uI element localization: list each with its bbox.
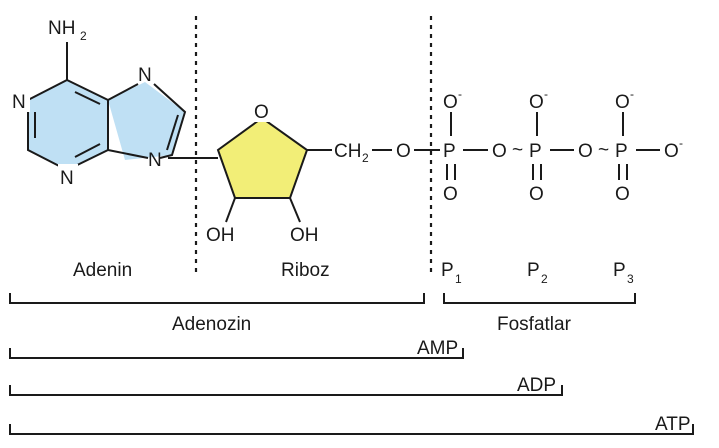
ribose-ring (216, 116, 309, 199)
adenosine-bracket (9, 293, 425, 304)
adp-bracket (9, 385, 563, 396)
anhydride-tilde-1: ~ (512, 140, 523, 161)
adenine-ring-fill (28, 80, 108, 170)
ch2-label: CH (334, 141, 361, 162)
adenine-imidazole-double-bond (166, 114, 179, 151)
terminal-oxygen: O (664, 141, 679, 162)
adenine-n3-label: N (60, 168, 74, 189)
p2-label: P (527, 260, 540, 281)
p2-top-oxygen: O (529, 92, 544, 113)
p1-label: P (441, 260, 454, 281)
phosphates-label: Fosfatlar (497, 314, 572, 335)
adenosine-label: Adenozin (172, 314, 251, 335)
bridge-oxygen-1: O (492, 141, 507, 162)
p2-top-oxygen-charge: - (544, 87, 548, 101)
p2-bottom-oxygen: O (529, 184, 544, 205)
p1-atom: P (443, 141, 456, 162)
hydroxyl-bond-left (225, 197, 236, 223)
hydroxyl-left-label: OH (206, 225, 235, 246)
ch2-subscript: 2 (362, 151, 369, 165)
amp-bracket (9, 348, 464, 359)
adenine-five-ring-fill (108, 82, 185, 160)
p3-label-subscript: 3 (627, 272, 634, 286)
amino-subscript: 2 (80, 29, 87, 43)
ribose-label: Riboz (281, 260, 330, 281)
hydroxyl-bond-right (289, 197, 301, 223)
p1-top-oxygen: O (443, 92, 458, 113)
p1-double-bond (446, 164, 456, 180)
p2-label-subscript: 2 (541, 272, 548, 286)
p3-double-bond (618, 164, 628, 180)
atp-bracket (9, 424, 694, 435)
adenine-group: NH 2 N N N N (10, 18, 218, 189)
ribose-ring-oxygen: O (254, 102, 269, 123)
p2-double-bond (532, 164, 542, 180)
amino-group-label: NH (48, 18, 75, 39)
p3-top-oxygen-charge: - (630, 87, 634, 101)
p3-bottom-oxygen: O (615, 184, 630, 205)
hydroxyl-right-label: OH (290, 225, 319, 246)
p3-label: P (613, 260, 626, 281)
adenine-five-ring-bonds (107, 83, 187, 159)
terminal-oxygen-charge: - (679, 136, 683, 150)
anhydride-tilde-2: ~ (598, 140, 609, 161)
adenine-n1-label: N (12, 92, 26, 113)
p3-atom: P (615, 141, 628, 162)
p2-atom: P (529, 141, 542, 162)
atp-label: ATP (655, 414, 691, 435)
p1-label-subscript: 1 (455, 272, 462, 286)
adenine-n9-label: N (148, 150, 162, 171)
adenine-label: Adenin (73, 260, 132, 281)
p1-top-oxygen-charge: - (458, 87, 462, 101)
ribose-group: O OH OH CH 2 O (206, 100, 440, 246)
p1-bottom-oxygen: O (443, 184, 458, 205)
adp-label: ADP (517, 375, 556, 396)
adenine-double-bonds (34, 91, 101, 158)
adenine-n7-label: N (138, 65, 152, 86)
ester-oxygen-label: O (396, 141, 411, 162)
bridge-oxygen-2: O (578, 141, 593, 162)
phosphate-chain: O - P O O ~ O - P O O ~ O - P O O - (443, 87, 683, 205)
amp-label: AMP (417, 338, 458, 359)
p3-top-oxygen: O (615, 92, 630, 113)
phosphates-bracket (443, 293, 636, 304)
